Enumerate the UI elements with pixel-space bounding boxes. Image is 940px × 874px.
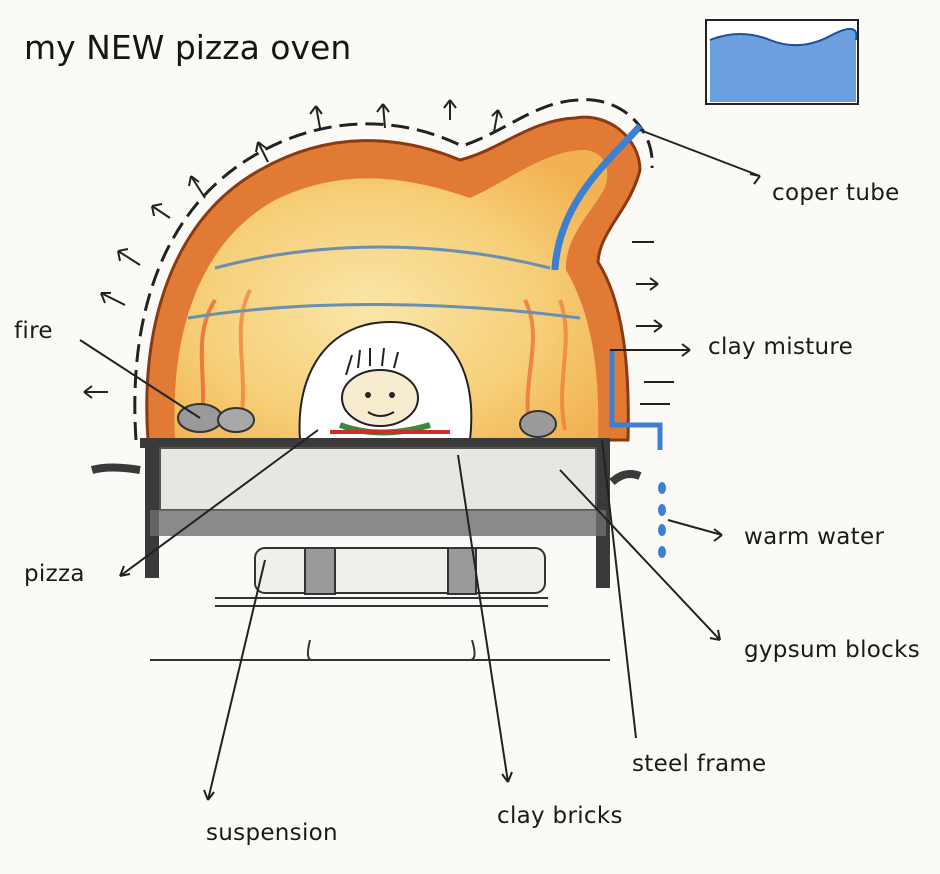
copper-tube [551, 123, 643, 270]
label-clay-misture: clay misture [708, 334, 854, 360]
leader-lines [79, 129, 761, 801]
heat-arrows [83, 99, 674, 405]
label-fire: fire [14, 318, 53, 344]
steel-frame [90, 438, 642, 588]
pizza-face [330, 347, 450, 436]
water-tank [705, 19, 859, 105]
label-coper-tube: coper tube [772, 180, 900, 206]
label-pizza: pizza [24, 561, 85, 587]
page-title: my NEW pizza oven [24, 28, 352, 67]
label-suspension: suspension [206, 820, 338, 846]
copper-tube-down [609, 350, 663, 450]
label-gypsum-blocks: gypsum blocks [744, 637, 920, 663]
label-clay-bricks: clay bricks [497, 803, 623, 829]
undercarriage [150, 547, 610, 661]
label-warm-water: warm water [744, 524, 885, 550]
label-steel-frame: steel frame [632, 751, 767, 777]
oven-dome [133, 98, 654, 442]
water-drops [658, 482, 666, 558]
